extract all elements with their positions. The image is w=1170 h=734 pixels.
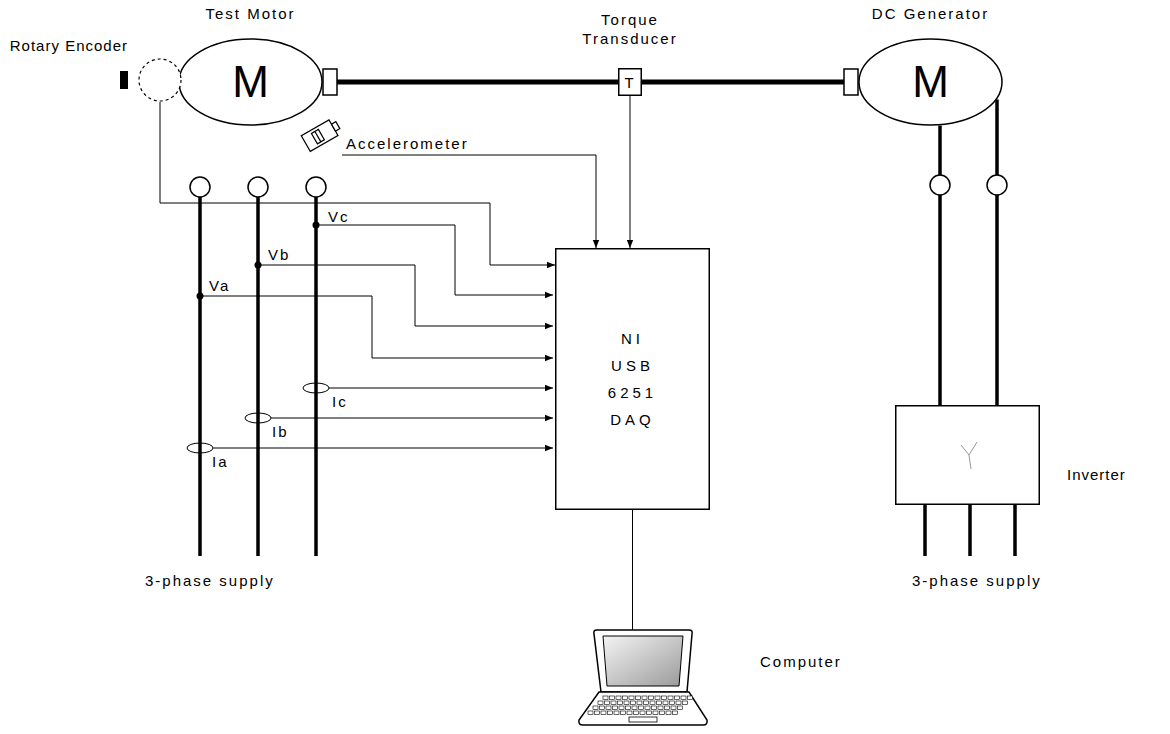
text-holder: M bbox=[178, 38, 323, 126]
transducer-title: Torque Transducer bbox=[573, 10, 687, 48]
generator-ellipse: DC GeneratorM bbox=[858, 38, 1003, 126]
shaft-or-power-line bbox=[642, 80, 858, 85]
signal-name: Va bbox=[209, 277, 230, 294]
voltage-wires bbox=[200, 225, 553, 358]
inverter-label: Inverter bbox=[1067, 465, 1126, 484]
signal-connector bbox=[342, 155, 596, 248]
signal-name: Ia bbox=[212, 453, 229, 470]
encoder-label: Rotary Encoder bbox=[10, 36, 128, 55]
motor-symbol: M bbox=[232, 57, 269, 107]
shaft-coupling bbox=[323, 69, 337, 95]
supply-lines bbox=[925, 505, 1015, 556]
tap-dots bbox=[197, 222, 320, 300]
encoder-mount bbox=[120, 71, 128, 89]
text-holder: NI USB 6251 DAQ bbox=[555, 248, 710, 510]
supply-lines bbox=[200, 197, 316, 556]
encoder-circle: Rotary Encoder bbox=[138, 58, 182, 102]
inverter-box: Inverter bbox=[895, 405, 1040, 505]
signal-name: Ic bbox=[332, 393, 348, 410]
generator-title: DC Generator bbox=[828, 4, 1033, 23]
terminal-circles bbox=[930, 175, 1007, 195]
shaft-or-power-line bbox=[323, 80, 618, 85]
shaft-or-power-line bbox=[995, 100, 999, 406]
computer-laptop: Computer bbox=[575, 628, 710, 728]
shaft-coupling bbox=[844, 69, 858, 95]
motor-ellipse: Test MotorM bbox=[178, 38, 323, 126]
generator-symbol: M bbox=[912, 57, 949, 107]
signal-connector bbox=[160, 102, 555, 265]
accelerometer-label: Accelerometer bbox=[346, 134, 469, 153]
supply-label: 3-phase supply bbox=[912, 572, 1042, 589]
daq-box: NI USB 6251 DAQ bbox=[555, 248, 710, 510]
computer-label: Computer bbox=[760, 652, 842, 671]
signal-name: Vb bbox=[268, 246, 290, 263]
transducer-box: Torque TransducerT bbox=[618, 68, 642, 96]
current-probes bbox=[187, 383, 553, 453]
shaft-or-power-line bbox=[938, 126, 942, 405]
accelerometer-sensor-outline bbox=[300, 120, 342, 152]
computer-laptop-outline bbox=[575, 628, 710, 728]
daq-label: NI USB 6251 DAQ bbox=[608, 325, 657, 433]
inverter-box-outline bbox=[895, 405, 1040, 505]
encoder-circle-outline bbox=[138, 58, 182, 102]
accelerometer-sensor: Accelerometer bbox=[300, 120, 342, 152]
supply-label: 3-phase supply bbox=[145, 572, 275, 589]
transducer-symbol: T bbox=[624, 74, 635, 91]
daq-box-outline bbox=[555, 248, 710, 510]
signal-connector bbox=[630, 96, 631, 248]
text-holder: T bbox=[618, 68, 642, 96]
signal-name: Ib bbox=[272, 423, 289, 440]
signal-connector bbox=[632, 510, 633, 630]
text-holder: M bbox=[858, 38, 1003, 126]
signal-name: Vc bbox=[328, 208, 350, 225]
terminal-circles bbox=[190, 177, 326, 197]
motor-title: Test Motor bbox=[148, 4, 353, 23]
